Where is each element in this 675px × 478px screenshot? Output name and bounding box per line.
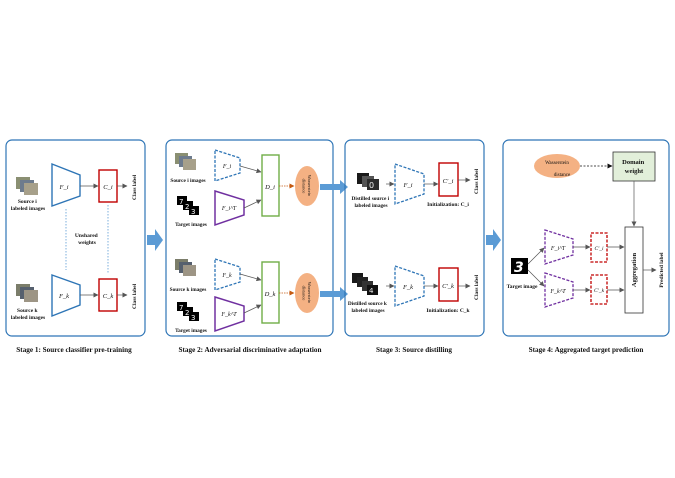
svg-text:7: 7 [179, 304, 183, 312]
stage-arrow-2-bottom [320, 287, 348, 301]
distilled-k-label: Distilled source k labeled images [348, 301, 388, 314]
encoder-F-k [51, 274, 81, 318]
stage2-encoder-F-k-label: F_k [221, 273, 232, 279]
stage3-encoder-F-i [394, 163, 425, 205]
stage3-class-label-bottom: Class label [474, 274, 480, 300]
stage4-encoder-F-k-T-label: F_k^T [549, 289, 566, 295]
svg-text:3: 3 [191, 314, 195, 322]
stage-arrow-3 [486, 229, 501, 251]
init-k-label: Initialization: C_k [426, 308, 470, 314]
source-i-images-thumbnail [16, 177, 38, 195]
stage4-classifier-C-k-prime-label: C'_k [594, 288, 605, 294]
stage4-classifier-C-i-prime [590, 232, 608, 263]
domain-weight-box [612, 151, 656, 182]
wasserstein-distance-k-label: Wasserstein distance [302, 282, 313, 305]
class-label-top: Class label [132, 174, 138, 200]
stage2-encoder-F-i [214, 149, 241, 182]
domain-weight-label: Domain weight [622, 159, 646, 175]
target-image-label: Target image [507, 284, 538, 290]
unshared-weights-label: Unshared weights [75, 233, 99, 246]
stage2-encoder-F-k-T-label: F_k^T [220, 312, 237, 318]
svg-text:3: 3 [514, 260, 524, 276]
stage2-source-k-thumbnail [175, 259, 196, 276]
stage2-panel: Source i images F_i 7 2 3 Target images … [165, 139, 334, 337]
discriminator-D-k-label: D_k [264, 291, 276, 298]
target-image-digit [511, 258, 528, 274]
stage3-classifier-C-i-prime-label: C'_i [443, 178, 454, 185]
stage3-encoder-F-k-label: F_k [402, 284, 413, 291]
stage2-encoder-F-i-T-label: F_i^T [221, 206, 237, 212]
svg-text:4: 4 [369, 287, 374, 295]
source-i-label: Source i labeled images [11, 199, 45, 212]
init-i-label: Initialization: C_i [427, 202, 469, 208]
stage4-encoder-F-k-T [544, 272, 574, 308]
encoder-F-i-label: F_i [58, 184, 68, 191]
stage3-classifier-C-i-prime [438, 162, 459, 197]
distilled-k-thumbnail: 4 [352, 273, 378, 295]
wasserstein-distance-i-label: Wasserstein distance [302, 175, 313, 198]
source-k-images-thumbnail [16, 284, 38, 302]
stage4-caption: Stage 4: Aggregated target prediction [529, 346, 644, 354]
svg-text:3: 3 [191, 208, 195, 216]
stage3-class-label-top: Class label [474, 168, 480, 194]
discriminator-D-k [261, 261, 280, 324]
stage2-caption: Stage 2: Adversarial discriminative adap… [179, 346, 322, 354]
stage4-classifier-C-k-prime [590, 274, 608, 305]
stage1-caption: Stage 1: Source classifier pre-training [16, 346, 132, 354]
stage2-encoder-F-i-label: F_i [222, 164, 232, 170]
stage4-encoder-F-i-T [544, 229, 574, 265]
stage2-target-images-k-thumbnail: 7 2 3 [177, 302, 199, 322]
stage2-target-images-i-thumbnail: 7 2 3 [177, 196, 199, 216]
classifier-C-i-label: C_i [103, 184, 113, 191]
aggregation-label: Aggregation [631, 253, 638, 288]
stage3-panel: 0 Distilled source i labeled images F_i … [344, 139, 485, 337]
stage3-encoder-F-k [394, 265, 425, 307]
stage4-classifier-C-i-prime-label: C'_i [594, 246, 604, 252]
stage4-wasserstein-label-2: distance [554, 173, 571, 178]
stage3-classifier-C-k-prime [438, 267, 459, 302]
svg-text:2: 2 [185, 309, 189, 317]
predicted-label-text: Predicted label [659, 252, 665, 288]
stage3-classifier-C-k-prime-label: C'_k [442, 283, 454, 290]
stage2-target-label-i: Target images [175, 222, 207, 228]
stage-arrow-2-top [320, 180, 348, 194]
stage2-encoder-F-k-T [214, 295, 245, 333]
distilled-i-label: Distilled source i labeled images [352, 196, 391, 209]
distilled-i-thumbnail: 0 [357, 173, 379, 190]
stage3-caption: Stage 3: Source distilling [376, 346, 452, 354]
classifier-C-k-label: C_k [103, 293, 114, 300]
stage2-source-i-thumbnail [175, 153, 196, 170]
stage2-encoder-F-k [214, 258, 241, 291]
svg-text:2: 2 [185, 203, 189, 211]
stage4-wasserstein-distance [534, 154, 580, 178]
stage4-wasserstein-label-1: Wasserstein [545, 161, 569, 166]
stage2-target-label-k: Target images [175, 328, 207, 334]
stage4-encoder-F-i-T-label: F_i^T [550, 246, 566, 252]
wasserstein-distance-i [295, 166, 319, 206]
stage2-source-k-label: Source k images [170, 287, 207, 293]
encoder-F-k-label: F_k [58, 293, 69, 300]
svg-text:7: 7 [179, 198, 183, 206]
class-label-bottom: Class label [132, 283, 138, 309]
discriminator-D-i [261, 154, 280, 217]
stage4-panel: Wasserstein distance Domain weight 3 Tar… [502, 139, 670, 337]
source-k-label: Source k labeled images [11, 308, 45, 321]
stage-arrow-1 [147, 229, 163, 251]
stage3-encoder-F-i-label: F_i [402, 182, 412, 189]
encoder-F-i [51, 162, 81, 207]
svg-text:0: 0 [369, 181, 374, 190]
wasserstein-distance-k [295, 273, 319, 313]
discriminator-D-i-label: D_i [264, 184, 275, 191]
stage1-panel: Source i labeled images F_i C_i Class la… [5, 139, 146, 337]
stage2-encoder-F-i-T [214, 189, 245, 227]
stage2-source-i-label: Source i images [170, 178, 205, 184]
